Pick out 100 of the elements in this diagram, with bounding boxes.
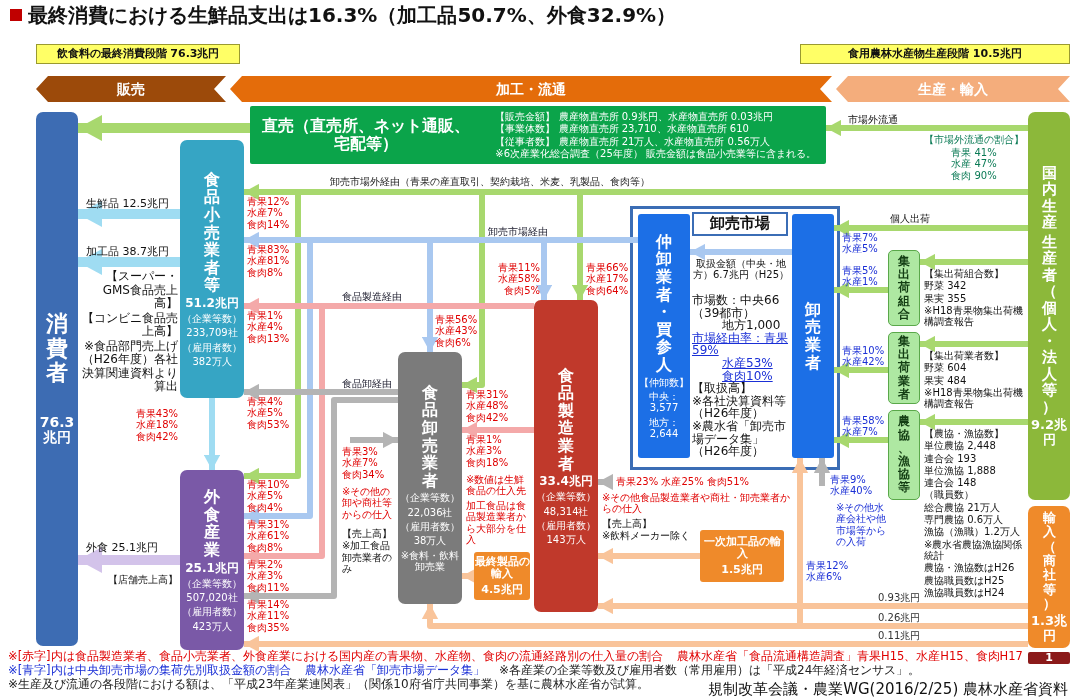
node-text: 22,036社: [407, 506, 453, 518]
edge-label: 青果56% 水産43% 食肉6%: [435, 314, 478, 348]
edge-label: 青果2% 水産3% 食肉11%: [247, 559, 291, 593]
node-text: 【事業体数】 農産物直売所 23,710、水産物直売所 610: [495, 123, 749, 135]
side-note: （職員数）: [924, 489, 974, 501]
node-title: 集出荷組合: [897, 255, 911, 321]
node-value: 25.1兆円: [185, 561, 239, 575]
frame-title: 卸売市場: [692, 212, 788, 236]
node-title: 食品小売業者等: [203, 170, 221, 294]
percent-label: 青果 41% 水産 47% 食肉 90%: [950, 147, 998, 181]
node-text: ※6次産業化総合調査（25年度） 販売金額は食品小売業等に含まれる。: [495, 147, 816, 160]
market-frame: [630, 206, 840, 470]
note-text: ※[青字]内は中央卸売市場の集荷先別取扱金額の割合: [8, 664, 291, 677]
flow-arrow: [78, 115, 250, 141]
flow-arrow: [244, 383, 398, 401]
flow-arrow: [598, 547, 700, 565]
node-text: 382万人: [192, 355, 232, 368]
note-text: 加工食品は食品製造業者から大部分を仕入: [466, 500, 527, 546]
side-note: 農協職員数はH25: [924, 574, 1005, 586]
edge-label: 青果1% 水産3% 食肉18%: [466, 434, 510, 468]
flow-arrow: [834, 431, 888, 449]
industry-bar: [180, 140, 244, 398]
node-text: 38万人: [413, 535, 447, 547]
edge-label: 青果43% 水産18% 食肉42%: [134, 408, 178, 442]
producer-bar: [1028, 112, 1070, 500]
edge-label: 青果4% 水産5% 食肉53%: [247, 396, 291, 430]
node-text: 【販売金額】 農産物直売所 0.9兆円、水産物直売所 0.03兆円: [495, 110, 774, 123]
side-note: 【集出荷業者数】: [924, 350, 1004, 362]
edge-label: 青果9% 水産40%: [830, 474, 874, 497]
node-text: ※食料・飲料卸売業: [399, 549, 461, 573]
note-text: ※その他の卸や商社等からの仕入: [342, 486, 393, 520]
side-note: 【コンビニ食品売上高】: [81, 311, 178, 339]
stage-total-box: [800, 44, 1070, 64]
node-title: 生産・輸入: [918, 80, 988, 98]
flow-arrow: [78, 249, 180, 275]
import-box: [474, 552, 530, 600]
side-note: 漁協職員数はH24: [924, 586, 1005, 599]
node-title: 国内生産: [1040, 164, 1058, 231]
edge-label: 青果31% 水産48% 食肉42%: [466, 389, 510, 423]
edge-label: 青果58% 水産7%: [842, 415, 886, 438]
side-note: 【店舗売上高】: [108, 574, 178, 586]
node-title: 卸売業者: [804, 300, 822, 372]
node-text: 48,314社: [543, 505, 589, 517]
note-text: ※数値は生鮮食品の仕入先: [466, 474, 527, 497]
side-note: 単位農協 2,448: [924, 440, 996, 452]
side-note: 【農協・漁協数】: [924, 428, 1004, 440]
flow-arrow: [920, 253, 1028, 271]
flow-label: 食品製造経由: [342, 291, 402, 303]
node-text: ※各社決算資料等（H26年度）: [692, 394, 788, 420]
node-text: （企業等数）: [182, 313, 242, 325]
edge-label: 青果11% 水産58% 食肉5%: [496, 262, 540, 296]
node-text: 【取扱高】: [692, 382, 752, 395]
direct-sales-box: [250, 106, 826, 164]
shipper-box: [888, 332, 920, 404]
flow-arrow: [813, 458, 831, 486]
note-text: 【市場外流通の割合】: [924, 134, 1024, 146]
flow-arrow: [78, 201, 180, 227]
side-note: 【売上高】: [342, 528, 392, 540]
side-note: 【集出荷組合数】: [924, 268, 1004, 280]
side-note: 果実 355: [924, 292, 967, 304]
diagram-title: 最終消費における生鮮品支出は16.3%（加工品50.7%、外食32.9%）: [28, 2, 677, 28]
side-note: ※H18青果物集出荷機構調査報告: [924, 304, 1024, 328]
edge-label: 青果12% 水産6%: [806, 560, 850, 583]
node-title: 外食産業: [202, 488, 221, 559]
node-text: 【仲卸数】: [639, 376, 689, 388]
note-text: 農林水産省「食品流通構造調査」青果H15、水産H15、食肉H17: [677, 650, 1023, 663]
edge-label: 青果66% 水産17% 食肉64%: [586, 262, 630, 296]
node-value: 9.2兆円: [1030, 418, 1068, 448]
flow-label: 食品卸経由: [342, 378, 392, 390]
node-title: 食用農林水産物生産段階 10.5兆円: [848, 47, 1022, 61]
footnote: ※生産及び流通の各段階における額は、「平成23年産業連関表」（関係10府省庁共同事業）を基に農林水産省が試算。: [8, 678, 649, 692]
side-note: 野菜 604: [924, 362, 967, 374]
node-text: 地方1,000: [722, 319, 781, 332]
flow-arrow: [834, 281, 888, 299]
edge-label: 外食 25.1兆円: [86, 542, 158, 555]
node-text: 233,709社: [186, 327, 238, 339]
side-note: ※飲料メーカー除く: [602, 530, 691, 542]
flow-arrow: [535, 237, 638, 300]
node-title: 一次加工品の輸入: [702, 535, 782, 562]
edge-label: 青果83% 水産81% 食肉8%: [247, 244, 291, 278]
node-title: 仲卸業者・買参人: [654, 232, 673, 374]
import-box: [700, 530, 784, 582]
consumer-bar: [36, 112, 78, 646]
node-text: ※農水省「卸売市場データ集」（H26年度）: [692, 419, 788, 458]
import-bar: [1028, 506, 1070, 648]
node-title: 飲食料の最終消費段階 76.3兆円: [56, 47, 220, 61]
node-text: 市場経由率：青果59%: [692, 331, 789, 357]
edge-label: 青果10% 水産42%: [842, 345, 886, 368]
percent-label: 青果7% 水産5%: [842, 232, 879, 255]
edge-label: 個人出荷: [890, 213, 930, 225]
flow-arrow: [690, 243, 792, 261]
node-text: 水産53%: [721, 356, 774, 370]
flow-arrow: [834, 361, 888, 379]
edge-label: 0.11兆円: [878, 630, 921, 642]
edge-label: 青果23% 水産25% 食肉51%: [616, 476, 750, 488]
node-value: 4.5兆円: [481, 584, 523, 597]
flow-label: 卸売市場経由: [488, 226, 548, 238]
page-number: 1: [1028, 652, 1070, 665]
note-text: ※その他水産会社や他市場等からの入荷: [836, 502, 887, 548]
node-text: （雇用者数）: [182, 341, 242, 353]
